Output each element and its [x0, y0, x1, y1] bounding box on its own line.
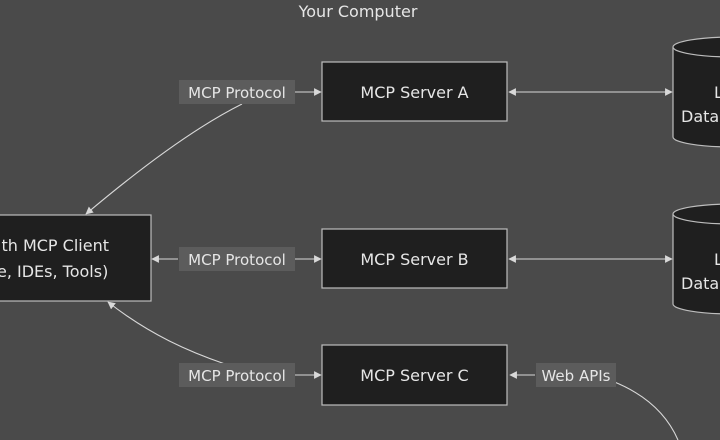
datasource-1-node: L Data [672, 36, 720, 148]
diagram-title: Your Computer [298, 2, 418, 21]
mcp-server-a-label: MCP Server A [360, 83, 468, 102]
edge-protocol-c-to-client [107, 301, 226, 365]
edge-label-web-apis-text: Web APIs [541, 367, 610, 385]
mcp-server-c-label: MCP Server C [360, 366, 468, 385]
edge-label-protocol-a-text: MCP Protocol [188, 84, 286, 102]
mcp-server-a-node [321, 61, 508, 122]
mcp-server-c-node [321, 344, 508, 406]
datasource-1-label-line-1: L [714, 83, 720, 102]
datasource-2-label-line-1: L [714, 250, 720, 269]
mcp-client-label-line-2: e, IDEs, Tools) [0, 262, 108, 281]
datasource-2-node: L Data [672, 203, 720, 315]
edge-label-protocol-b: MCP Protocol [179, 247, 295, 271]
mcp-client-node [0, 214, 152, 302]
mcp-server-b-label: MCP Server B [360, 250, 468, 269]
datasource-1-label-line-2: Data [681, 107, 719, 126]
mcp-client-label-line-1: ith MCP Client [0, 236, 109, 255]
edge-label-protocol-c-text: MCP Protocol [188, 367, 286, 385]
edge-label-protocol-a: MCP Protocol [179, 80, 295, 104]
edge-label-protocol-b-text: MCP Protocol [188, 251, 286, 269]
mcp-server-b-node [321, 228, 508, 289]
edge-protocol-a-to-client [85, 103, 243, 215]
edge-web-apis-outbound [611, 380, 679, 440]
edge-label-web-apis: Web APIs [536, 363, 616, 387]
edge-label-protocol-c: MCP Protocol [179, 363, 295, 387]
datasource-2-label-line-2: Data [681, 274, 719, 293]
